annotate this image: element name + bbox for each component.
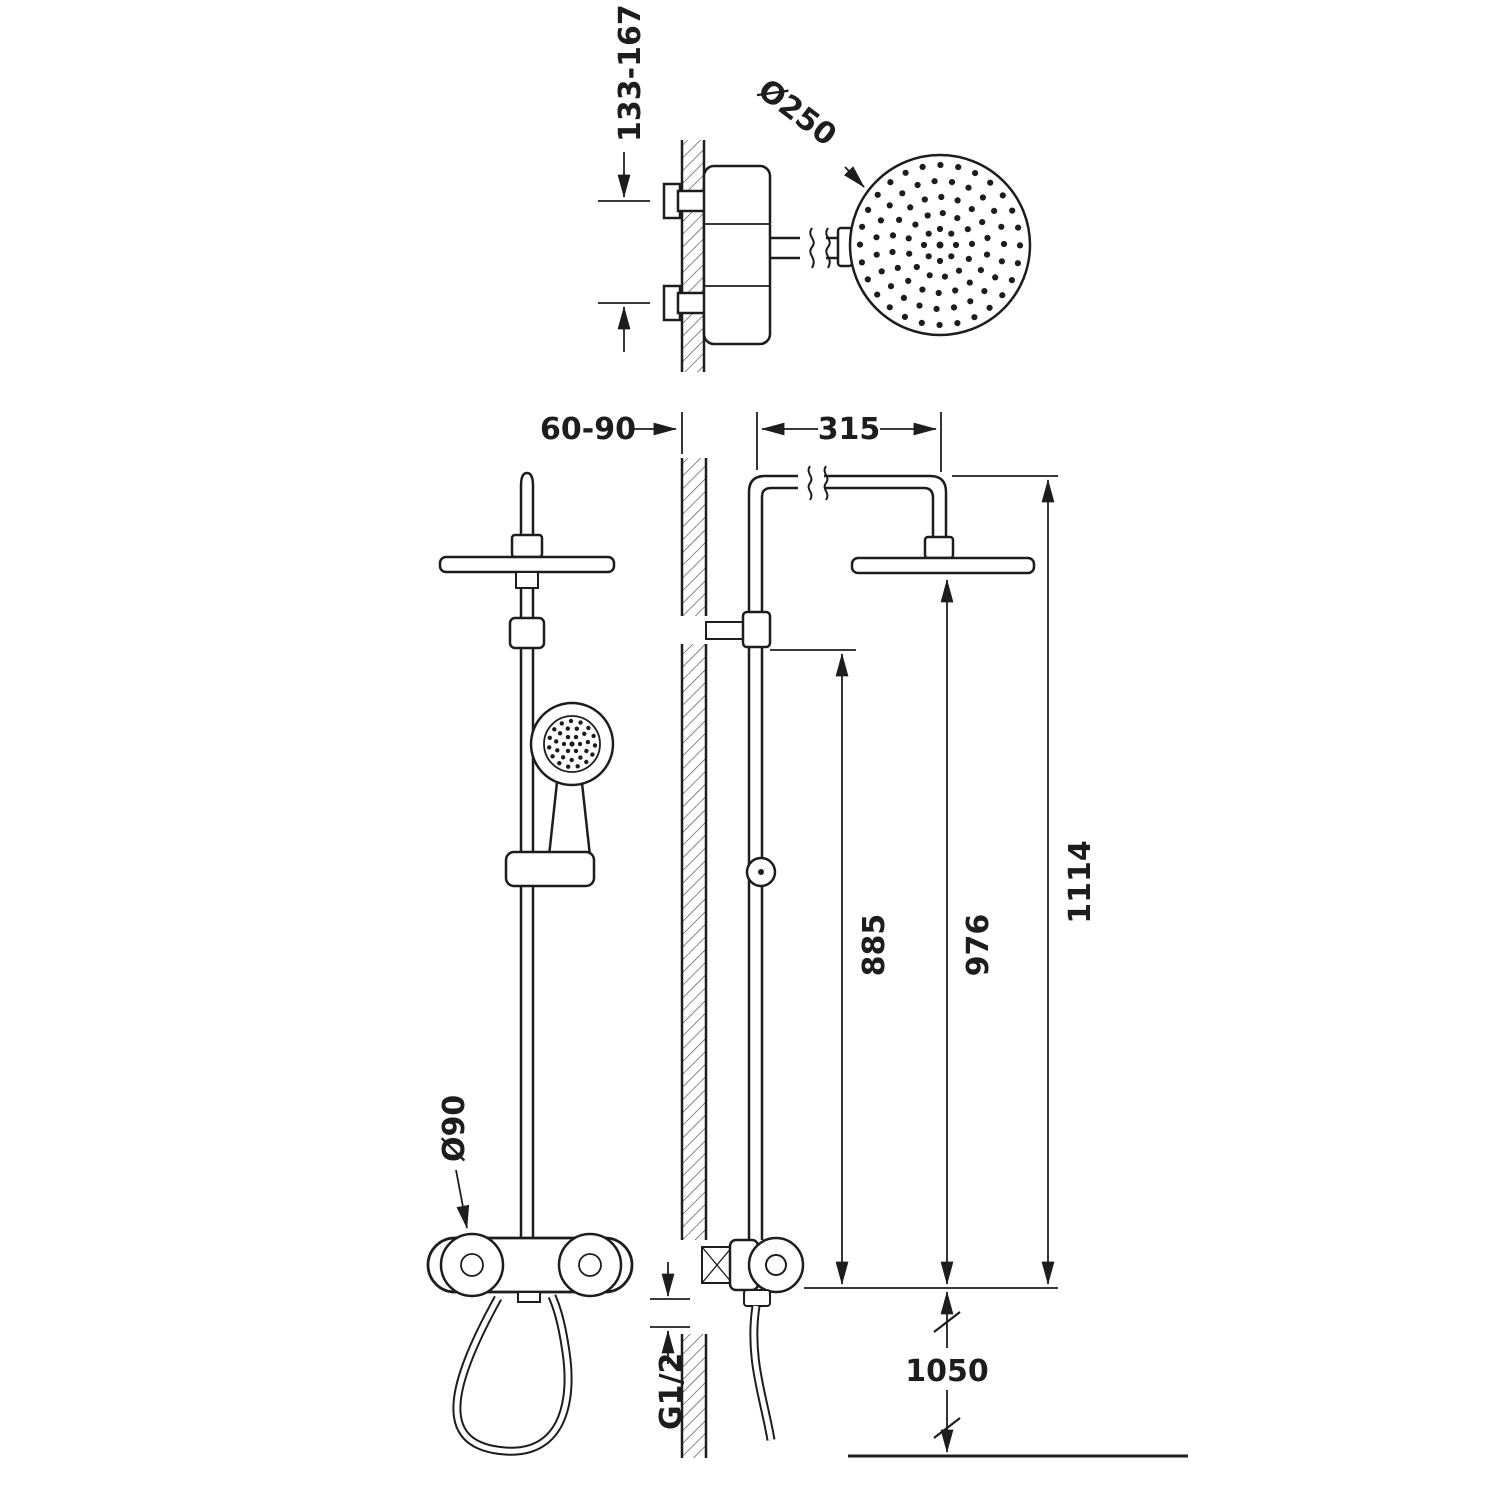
dim-label-head-to-valve: 976	[961, 914, 996, 977]
valve-knob-side-detail	[765, 1254, 787, 1276]
dim-label-head-diameter: Ø250	[751, 72, 842, 153]
head-nut-side	[923, 535, 955, 560]
wall-hatch	[682, 140, 704, 372]
riser-and-arm-outer	[747, 474, 948, 1240]
hose-outlet-side	[743, 1289, 771, 1307]
valve-knob-right	[557, 1232, 623, 1298]
union-knurl	[701, 1246, 733, 1284]
dimensions: 60-90 315 1114 976	[540, 412, 1098, 1453]
handshower-face	[543, 715, 601, 773]
slider-knob-dot	[758, 869, 764, 875]
dim-label-arm-reach: 315	[818, 412, 881, 447]
thermostatic-valve-top	[702, 164, 772, 346]
dim-inlet-spacing: 133-167	[598, 4, 650, 352]
handshower-nozzles-icon	[547, 718, 598, 769]
dim-overall-height: 1114	[804, 475, 1098, 1289]
valve-knob-left-detail	[460, 1253, 484, 1277]
elevation-views: Ø90	[426, 412, 1188, 1458]
dim-label-valve-to-floor: 1050	[905, 1354, 989, 1389]
shower-hose	[452, 1294, 573, 1456]
dim-arm-reach: 315	[756, 412, 942, 472]
handshower-holder	[504, 850, 596, 888]
head-nut	[510, 533, 544, 559]
rain-head-side	[850, 556, 1036, 575]
leader-arrow	[843, 166, 865, 188]
break-slash	[933, 1417, 961, 1439]
valve-knob-left	[439, 1232, 505, 1298]
pipe-break-icon	[807, 465, 813, 501]
dim-valve-diameter: Ø90	[437, 1095, 472, 1229]
dim-label-wall-offset: 60-90	[540, 412, 636, 447]
pipe-clamp	[508, 616, 546, 650]
pipe-break-icon	[809, 227, 815, 269]
rain-head-front	[438, 555, 616, 574]
hose-outlet	[517, 1291, 541, 1303]
dim-wall-offset: 60-90	[540, 412, 683, 454]
break-slash	[933, 1311, 961, 1333]
top-view: 133-167 Ø250	[598, 4, 1032, 372]
wall-section-elevation	[672, 458, 714, 1458]
pipe-break-icon	[823, 465, 829, 501]
pipe-break-icon	[825, 227, 831, 269]
dim-label-inlet-spacing: 133-167	[613, 4, 648, 142]
dim-label-bracket-to-valve: 885	[857, 914, 892, 977]
shower-arm-top	[770, 226, 854, 269]
leader-arrow	[455, 1169, 470, 1229]
valve-wall-unions	[662, 182, 710, 322]
dim-label-thread: G1/2	[654, 1353, 689, 1430]
dim-bracket-to-valve: 885	[770, 649, 892, 1285]
shower-hose-side-inner	[751, 1305, 774, 1441]
valve-knob-right-detail	[578, 1253, 602, 1277]
spray-nozzles-icon	[856, 161, 1024, 329]
riser-and-arm-inner	[760, 486, 935, 1240]
valve-knob-side	[747, 1236, 805, 1294]
side-view	[701, 465, 1188, 1458]
dim-valve-to-floor: 1050	[905, 1291, 989, 1453]
wall-bracket	[705, 621, 747, 640]
head-connector	[515, 571, 539, 589]
valve-body-top	[702, 164, 772, 346]
shower-hose-inner	[454, 1295, 571, 1454]
rain-head-top	[848, 153, 1032, 337]
label-mask	[910, 1348, 984, 1390]
wall-section-top	[680, 140, 706, 372]
dim-head-to-valve: 976	[940, 579, 996, 1285]
front-view: Ø90	[426, 471, 634, 1456]
bracket-collar	[741, 610, 772, 649]
dim-label-overall-height: 1114	[1063, 840, 1098, 924]
dim-thread: G1/2	[650, 1262, 690, 1430]
handshower-handle	[547, 780, 592, 858]
dim-label-valve-diameter: Ø90	[437, 1095, 472, 1162]
